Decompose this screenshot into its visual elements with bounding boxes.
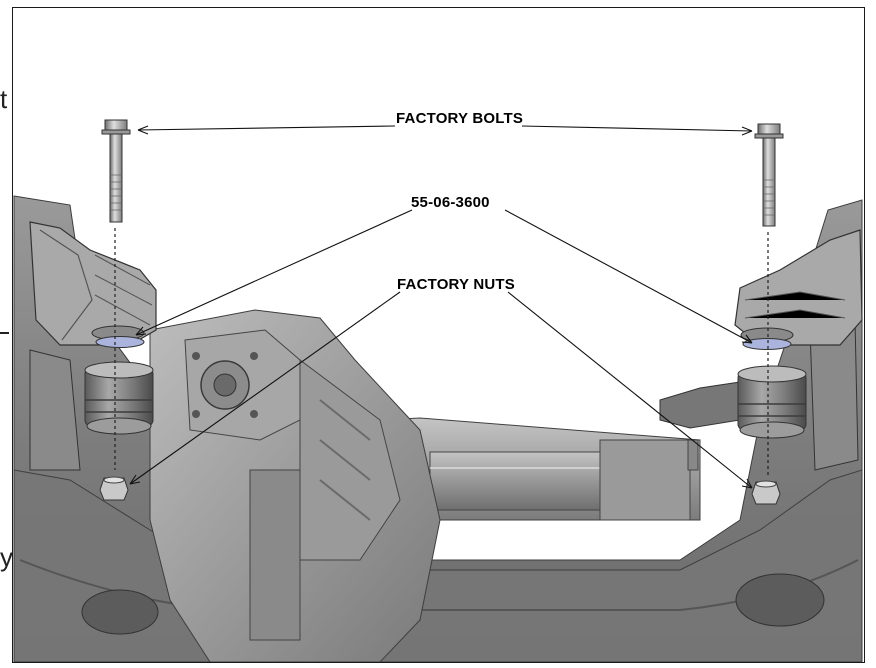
arrowhead-nuts-right <box>741 478 753 489</box>
callout-part-number: 55-06-3600 <box>411 194 490 211</box>
arrowhead-bolts-left <box>137 125 149 135</box>
right-factory-nut <box>751 480 781 505</box>
leader-nuts-right <box>507 291 753 489</box>
callout-factory-nuts: FACTORY NUTS <box>397 276 515 293</box>
right-mount-assembly <box>659 229 863 478</box>
diagram-frame <box>12 7 865 663</box>
leader-lines <box>129 125 753 489</box>
arrowhead-bolts-right <box>741 126 753 136</box>
arrowhead-part-left <box>135 326 147 336</box>
leader-nuts-left <box>129 291 401 485</box>
edge-text-fragment-top: t <box>0 84 8 114</box>
edge-text-fragment-bottom: y <box>0 542 13 572</box>
arrowhead-part-right <box>741 334 753 344</box>
arrowhead-nuts-left <box>129 474 141 485</box>
leader-part-left <box>135 209 413 336</box>
left-factory-nut <box>99 476 129 501</box>
axle-tube <box>379 417 701 541</box>
right-factory-bolt <box>754 123 784 227</box>
callout-factory-bolts: FACTORY BOLTS <box>396 110 524 127</box>
leader-bolts-right <box>521 125 753 132</box>
edge-tick-mark <box>0 332 9 334</box>
left-factory-bolt <box>101 119 131 223</box>
differential-housing <box>149 309 441 663</box>
leader-part-right <box>504 209 753 344</box>
leader-bolts-left <box>137 125 396 131</box>
left-mount-assembly <box>29 221 157 470</box>
